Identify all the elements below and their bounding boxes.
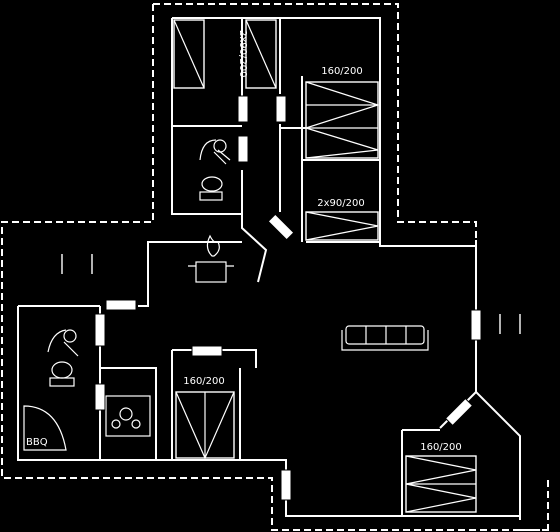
sofa-icon	[341, 325, 429, 351]
exterior-outline	[1, 3, 552, 531]
bed-label-mid-right: 2x90/200	[317, 198, 364, 209]
door-icon	[237, 95, 249, 123]
toilet-icon-left	[49, 361, 75, 387]
washing-machine-icon	[105, 395, 151, 437]
bed-top-right	[305, 81, 380, 159]
window-marks-right	[499, 314, 521, 334]
door-icon	[267, 213, 295, 241]
bed-label-top-right: 160/200	[321, 66, 363, 77]
door-icon	[470, 309, 482, 341]
door-icon	[237, 135, 249, 163]
shower-icon	[199, 139, 231, 165]
door-icon	[94, 383, 106, 411]
bed-label-top-vertical: 2x90/200	[237, 30, 248, 77]
flame-icon	[206, 234, 220, 257]
walls	[17, 17, 521, 520]
door-icon	[94, 313, 106, 347]
bbq-icon	[23, 405, 67, 451]
door-icon	[280, 469, 292, 501]
door-icon	[105, 299, 137, 311]
shower-icon-left	[47, 329, 79, 357]
bbq-label: BBQ	[26, 437, 48, 448]
toilet-icon	[199, 176, 223, 201]
door-icon	[191, 345, 223, 357]
doors	[94, 95, 482, 501]
kitchen-counter	[61, 254, 93, 274]
bed-left	[175, 391, 235, 460]
kitchen-hob-icon	[188, 261, 234, 283]
bed-label-bottom-right: 160/200	[420, 442, 462, 453]
bed-bottom-right	[405, 455, 477, 513]
door-icon	[444, 397, 474, 427]
door-icon	[275, 95, 287, 123]
bed-top-vertical	[173, 19, 277, 89]
bed-label-left: 160/200	[183, 376, 225, 387]
bed-mid-right	[305, 211, 379, 241]
